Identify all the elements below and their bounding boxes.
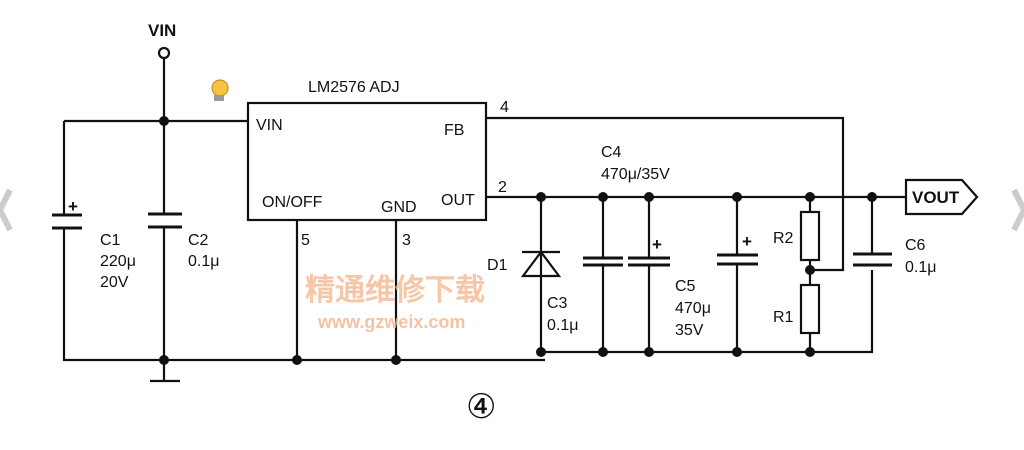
vout-terminal	[904, 178, 979, 216]
prev-arrow-icon[interactable]	[0, 188, 13, 232]
c6-value: 0.1μ	[905, 259, 936, 276]
c1-rating: 20V	[100, 274, 129, 291]
input-wiring	[52, 58, 545, 383]
c1-plus: +	[68, 197, 78, 216]
c5-value: 470μ	[675, 300, 711, 317]
vin-terminal	[157, 46, 171, 60]
c4-value: 470μ/35V	[601, 166, 670, 183]
resistor-r2	[799, 210, 821, 262]
c2-ref: C2	[188, 232, 209, 249]
c6-ref: C6	[905, 237, 926, 254]
watermark-url: www.gzweix.com	[317, 312, 465, 332]
junction-dots	[159, 116, 877, 365]
r2-ref: R2	[773, 230, 794, 247]
c5-rating: 35V	[675, 322, 704, 339]
c1-value: 220μ	[100, 253, 136, 270]
pin-number-fb: 4	[500, 99, 509, 116]
figure-number: ④	[466, 387, 496, 427]
c4-plus: +	[652, 235, 662, 254]
c5-plus: +	[742, 232, 752, 251]
ic-lm2576	[246, 101, 488, 222]
diode-d1	[520, 250, 562, 278]
c4-ref: C4	[601, 144, 622, 161]
watermark-text: 精通维修下载	[305, 273, 485, 308]
c1-ref: C1	[100, 232, 121, 249]
r1-ref: R1	[773, 309, 794, 326]
c2-value: 0.1μ	[188, 253, 219, 270]
lightbulb-icon	[211, 79, 229, 101]
next-arrow-icon[interactable]	[1011, 188, 1024, 232]
ic-pin-fb: FB	[444, 122, 464, 139]
ic-pin-out: OUT	[441, 192, 475, 209]
vout-label: VOUT	[912, 188, 960, 207]
ic-pin-onoff: ON/OFF	[262, 194, 323, 211]
pin-number-out: 2	[498, 179, 507, 196]
vin-terminal-label: VIN	[148, 21, 176, 40]
ic-pin-gnd: GND	[381, 199, 417, 216]
c5-ref: C5	[675, 278, 696, 295]
c3-ref: C3	[547, 295, 568, 312]
d1-ref: D1	[487, 257, 508, 274]
ic-pin-vin: VIN	[256, 117, 283, 134]
resistor-r1	[799, 283, 821, 335]
pin-number-gnd: 3	[402, 232, 411, 249]
ic-name: LM2576 ADJ	[308, 79, 400, 96]
pin-number-onoff: 5	[301, 232, 310, 249]
c3-value: 0.1μ	[547, 317, 578, 334]
